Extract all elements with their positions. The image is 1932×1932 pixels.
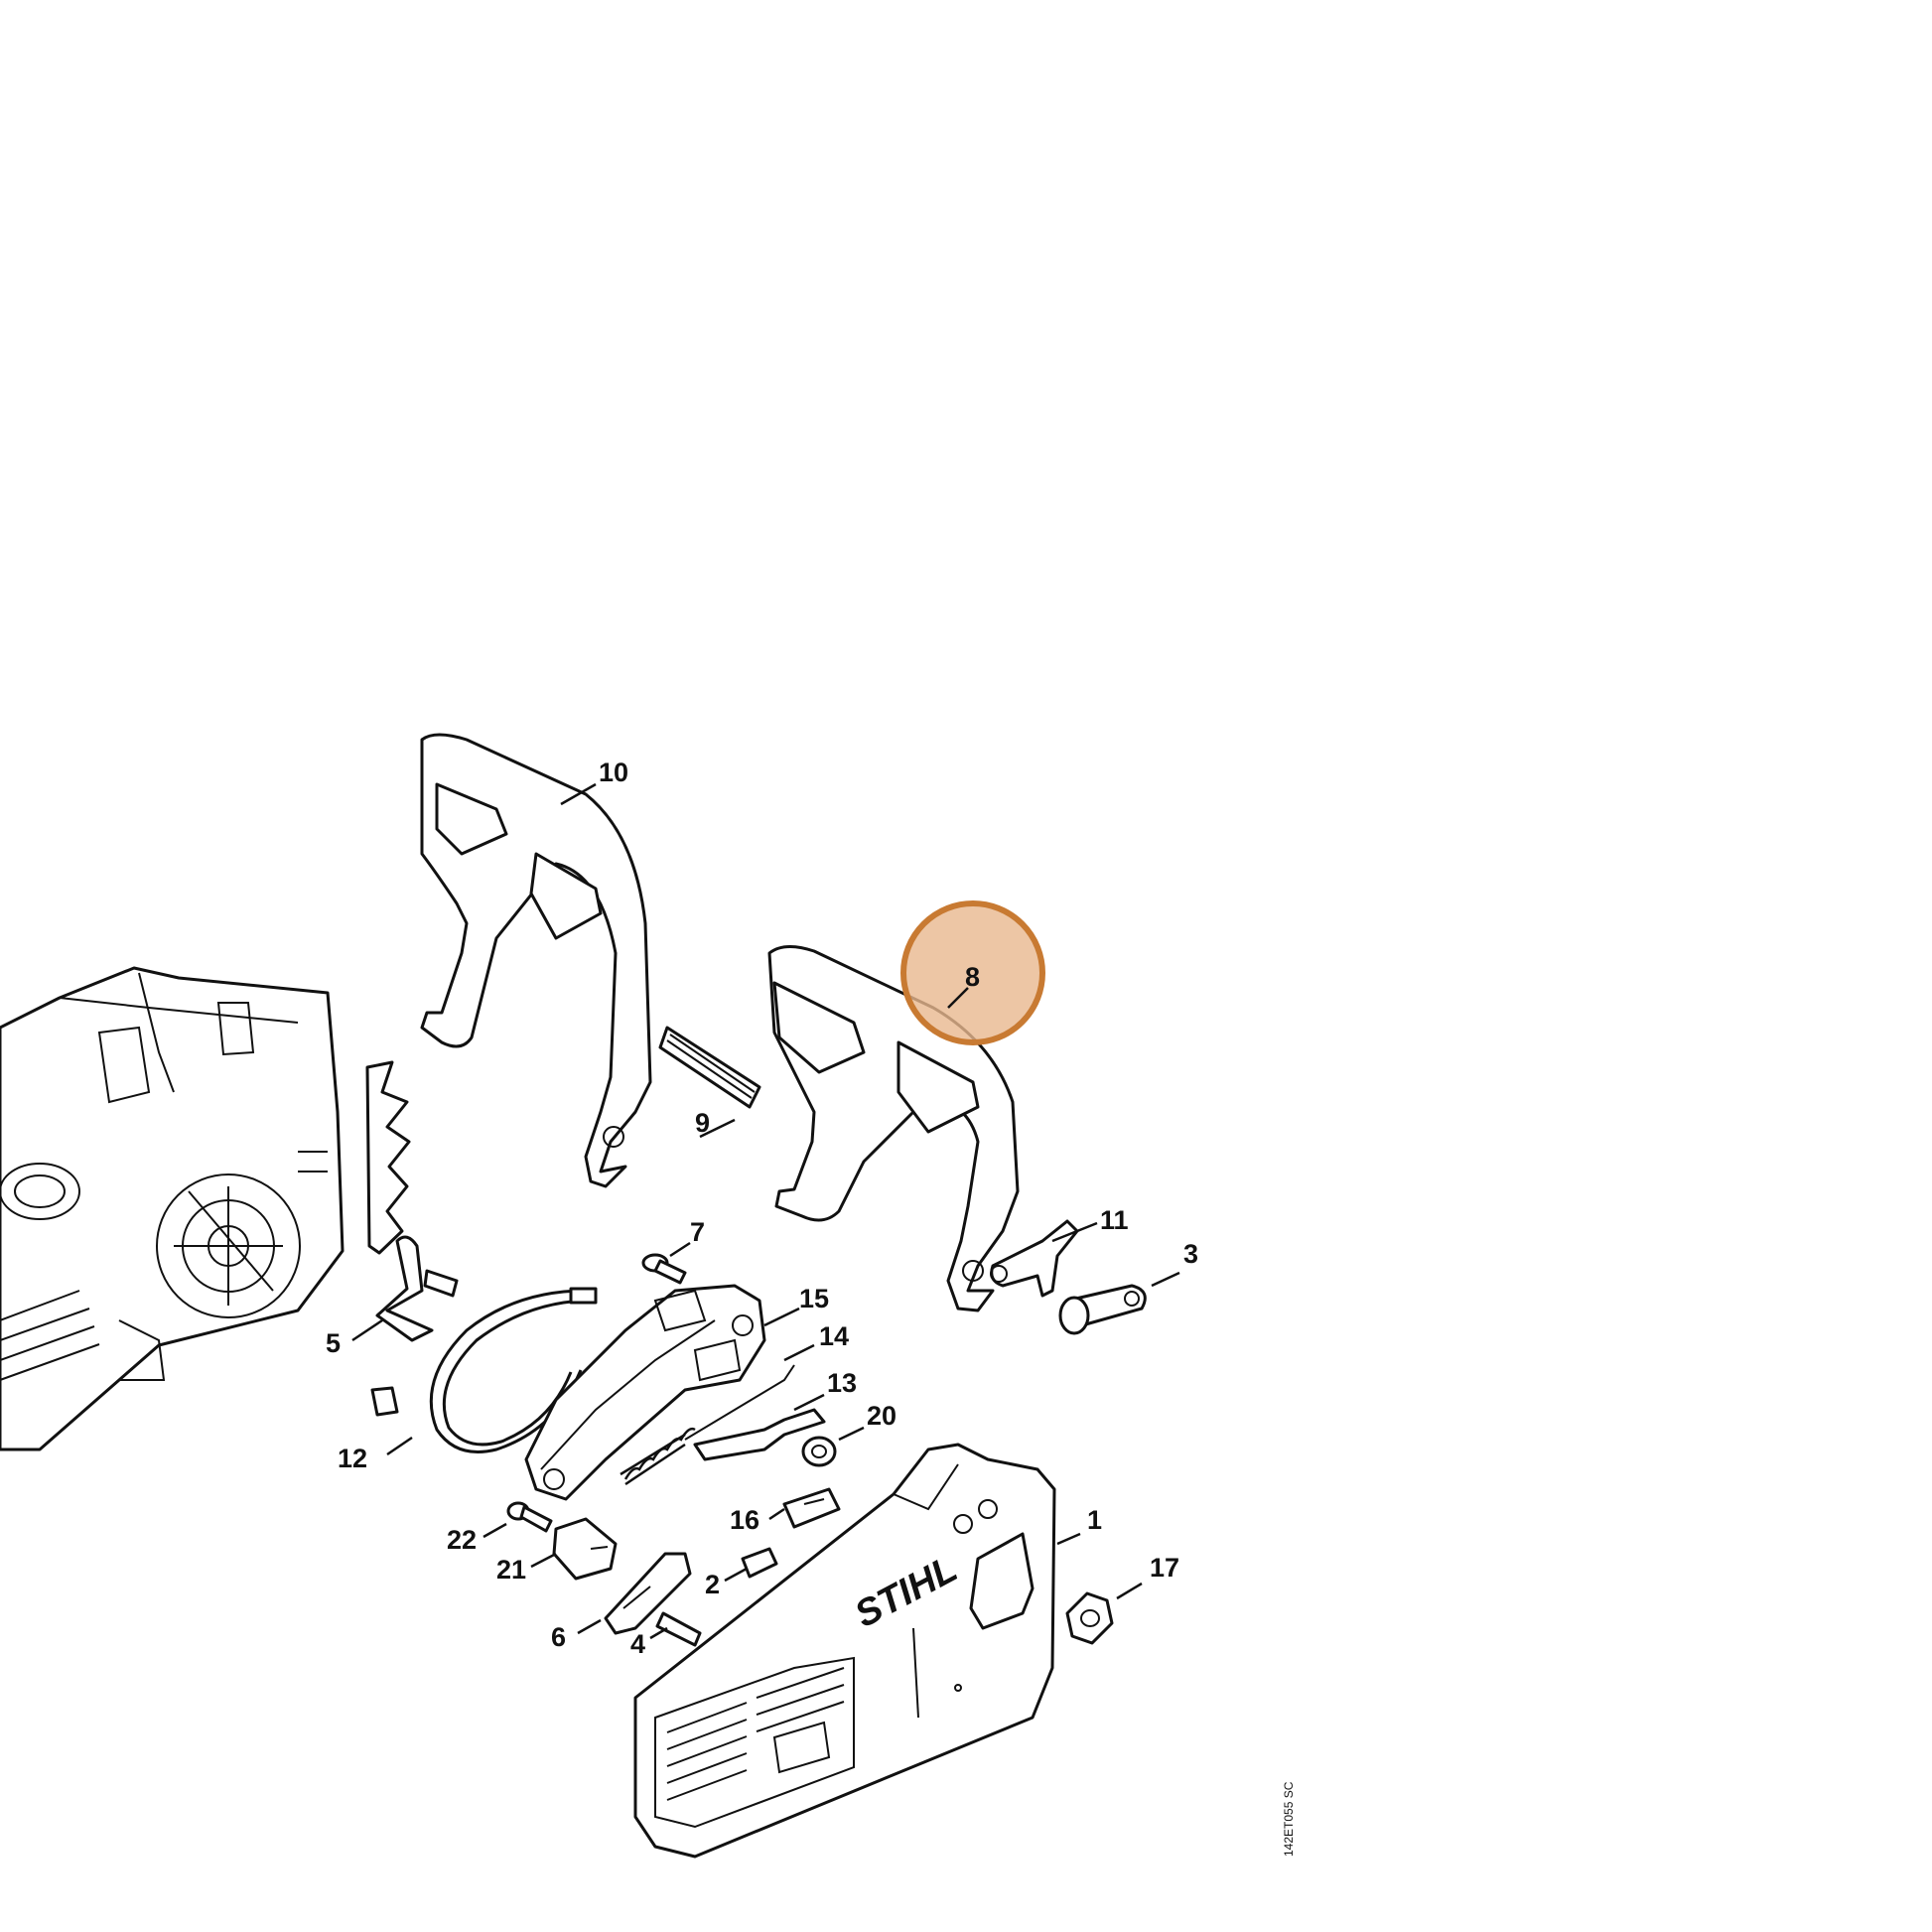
plate-13 — [693, 1408, 826, 1461]
label-15[interactable]: 15 — [799, 1284, 829, 1313]
pin-4 — [655, 1611, 702, 1647]
block-21 — [552, 1517, 618, 1581]
label-20[interactable]: 20 — [867, 1401, 897, 1431]
chain-tensioner-blade — [365, 1060, 411, 1255]
label-22[interactable]: 22 — [447, 1525, 477, 1555]
nut-20 — [801, 1436, 837, 1467]
slider-16 — [782, 1487, 841, 1529]
lever-11 — [990, 1219, 1079, 1298]
brake-lever-15 — [524, 1284, 766, 1501]
label-17[interactable]: 17 — [1150, 1553, 1179, 1583]
label-10[interactable]: 10 — [599, 758, 628, 787]
label-7[interactable]: 7 — [690, 1217, 705, 1247]
label-2[interactable]: 2 — [705, 1570, 720, 1599]
label-8[interactable]: 8 — [965, 962, 980, 992]
stud-2 — [741, 1547, 778, 1579]
bracket-5 — [375, 1235, 434, 1342]
highlight-marker[interactable] — [900, 900, 1045, 1045]
sprocket-cover-1: STIHL — [633, 1443, 1056, 1859]
brake-band-12 — [370, 1287, 598, 1453]
label-12[interactable]: 12 — [338, 1444, 367, 1473]
label-14[interactable]: 14 — [819, 1321, 849, 1351]
drawing-code: 142ET055 SC — [1282, 1781, 1296, 1857]
label-4[interactable]: 4 — [630, 1629, 645, 1659]
screw-22 — [506, 1501, 553, 1533]
engine-housing — [0, 966, 345, 1451]
linkage-3 — [1058, 1284, 1147, 1335]
label-11[interactable]: 11 — [1100, 1205, 1129, 1235]
label-3[interactable]: 3 — [1183, 1239, 1198, 1269]
label-5[interactable]: 5 — [326, 1328, 341, 1358]
nut-17 — [1065, 1591, 1114, 1645]
label-21[interactable]: 21 — [496, 1555, 526, 1585]
label-13[interactable]: 13 — [827, 1368, 857, 1398]
label-16[interactable]: 16 — [730, 1505, 759, 1535]
spring-14 — [620, 1364, 795, 1486]
label-6[interactable]: 6 — [551, 1622, 566, 1652]
chain-catcher-6 — [604, 1552, 692, 1635]
label-1[interactable]: 1 — [1087, 1505, 1102, 1535]
screw-7 — [641, 1253, 687, 1285]
mesh-grille-9 — [658, 1026, 761, 1109]
part-labels: 10 8 9 11 3 7 5 15 14 13 20 12 16 22 21 … — [326, 758, 1198, 1659]
leader-lines — [351, 782, 1180, 1640]
label-9[interactable]: 9 — [695, 1108, 710, 1138]
screw-small — [423, 1269, 459, 1298]
hand-guard-10 — [420, 733, 652, 1188]
